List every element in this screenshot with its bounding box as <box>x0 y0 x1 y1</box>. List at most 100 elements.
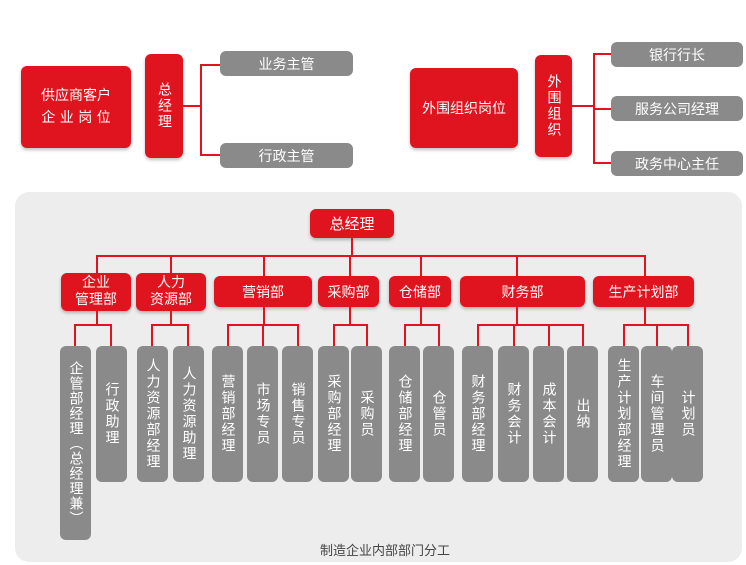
role-box: 销售专员 <box>282 346 313 482</box>
supplier-manager-label: 总经理 <box>156 82 172 130</box>
org-connector <box>477 324 584 326</box>
org-connector <box>96 311 98 325</box>
org-connector <box>349 307 351 325</box>
org-chart-caption-text: 制造企业内部部门分工 <box>319 544 450 559</box>
org-connector <box>263 255 265 276</box>
org-connector <box>366 324 368 346</box>
org-connector <box>513 324 515 346</box>
supplier-manager-box: 总经理 <box>145 54 183 158</box>
org-connector <box>187 324 189 346</box>
org-connector <box>420 307 422 325</box>
org-connector <box>110 324 112 346</box>
role-box: 生产计划部经理 <box>608 346 639 482</box>
role-label: 计划员 <box>679 390 696 438</box>
role-box: 市场专员 <box>247 346 278 482</box>
role-box: 仓管员 <box>423 346 454 482</box>
org-connector <box>262 324 264 346</box>
org-connector <box>151 324 153 346</box>
org-connector <box>656 324 658 346</box>
role-box: 出纳 <box>567 346 598 482</box>
external-connector <box>593 53 611 55</box>
dept-box: 生产计划部 <box>593 276 694 307</box>
role-label: 采购员 <box>358 390 375 438</box>
supplier-sub-label: 行政主管 <box>258 148 315 165</box>
role-label: 人力资源部经理 <box>144 358 161 470</box>
external-org-label: 外围组织 <box>545 74 562 138</box>
role-box: 行政助理 <box>96 346 127 482</box>
external-sub-label: 服务公司经理 <box>635 101 719 118</box>
dept-box: 企业 管理部 <box>61 273 131 311</box>
external-title-label: 外围组织岗位 <box>422 101 506 117</box>
dept-label: 生产计划部 <box>608 284 679 301</box>
dept-label-line1: 人力 <box>157 275 185 291</box>
dept-label-line2: 资源部 <box>150 292 192 308</box>
role-label: 采购部经理 <box>325 374 342 454</box>
supplier-sub-box: 业务主管 <box>220 51 353 76</box>
supplier-connector <box>200 64 202 155</box>
external-connector <box>593 162 611 164</box>
role-box: 财务部经理 <box>462 346 493 482</box>
supplier-connector <box>200 64 220 66</box>
org-connector <box>516 255 518 276</box>
org-connector <box>548 324 550 346</box>
role-label: 人力资源助理 <box>180 366 197 462</box>
external-sub-label: 政务中心主任 <box>635 156 719 173</box>
role-label: 出纳 <box>574 398 591 430</box>
role-box: 仓储部经理 <box>389 346 420 482</box>
supplier-sub-box: 行政主管 <box>220 143 353 168</box>
org-connector <box>96 255 98 273</box>
org-connector <box>227 324 229 346</box>
dept-label: 营销部 <box>242 284 284 301</box>
dept-label: 财务部 <box>501 284 544 301</box>
role-label: 财务会计 <box>505 382 522 446</box>
role-label: 企管部经理（总经理兼） <box>67 360 84 526</box>
supplier-sub-label: 业务主管 <box>258 56 315 73</box>
supplier-title-line1: 供应商客户 <box>41 88 111 104</box>
org-connector <box>582 324 584 346</box>
org-connector <box>420 255 422 276</box>
dept-box: 财务部 <box>460 276 585 307</box>
dept-label: 仓储部 <box>399 284 441 301</box>
org-connector <box>351 238 353 256</box>
org-connector <box>333 324 335 346</box>
org-connector <box>516 307 518 325</box>
org-top-label: 总经理 <box>329 215 375 233</box>
org-connector <box>151 324 189 326</box>
role-label: 销售专员 <box>289 382 306 446</box>
org-connector <box>74 324 76 346</box>
org-connector <box>477 324 479 346</box>
org-connector <box>170 311 172 325</box>
role-box: 人力资源助理 <box>173 346 204 482</box>
role-label: 财务部经理 <box>469 374 486 454</box>
org-connector <box>96 255 646 257</box>
org-connector <box>333 324 368 326</box>
org-connector <box>263 307 265 325</box>
org-connector <box>404 324 406 346</box>
org-connector <box>349 255 351 276</box>
org-connector <box>438 324 440 346</box>
external-connector <box>572 105 594 107</box>
role-box: 成本会计 <box>533 346 564 482</box>
external-title-box: 外围组织岗位 <box>410 68 518 148</box>
external-sub-box: 政务中心主任 <box>611 151 743 176</box>
role-box: 财务会计 <box>498 346 529 482</box>
supplier-connector <box>183 105 201 107</box>
external-connector <box>593 108 611 110</box>
org-connector <box>170 255 172 273</box>
role-box: 计划员 <box>672 346 703 482</box>
dept-box: 人力 资源部 <box>136 273 206 311</box>
role-label: 车间管理员 <box>648 374 665 454</box>
dept-label: 采购部 <box>327 284 370 301</box>
org-connector <box>404 324 440 326</box>
dept-label-line2: 管理部 <box>75 292 117 308</box>
dept-box: 采购部 <box>318 276 379 307</box>
supplier-title-line2: 企 业 岗 位 <box>41 110 111 126</box>
role-label: 仓管员 <box>430 390 447 438</box>
dept-box: 仓储部 <box>389 276 451 307</box>
org-connector <box>74 324 112 326</box>
supplier-title-box: 供应商客户 企 业 岗 位 <box>21 66 131 148</box>
role-label: 营销部经理 <box>219 374 236 454</box>
role-box: 采购部经理 <box>318 346 349 482</box>
external-sub-box: 服务公司经理 <box>611 96 743 121</box>
dept-box: 营销部 <box>214 276 312 307</box>
